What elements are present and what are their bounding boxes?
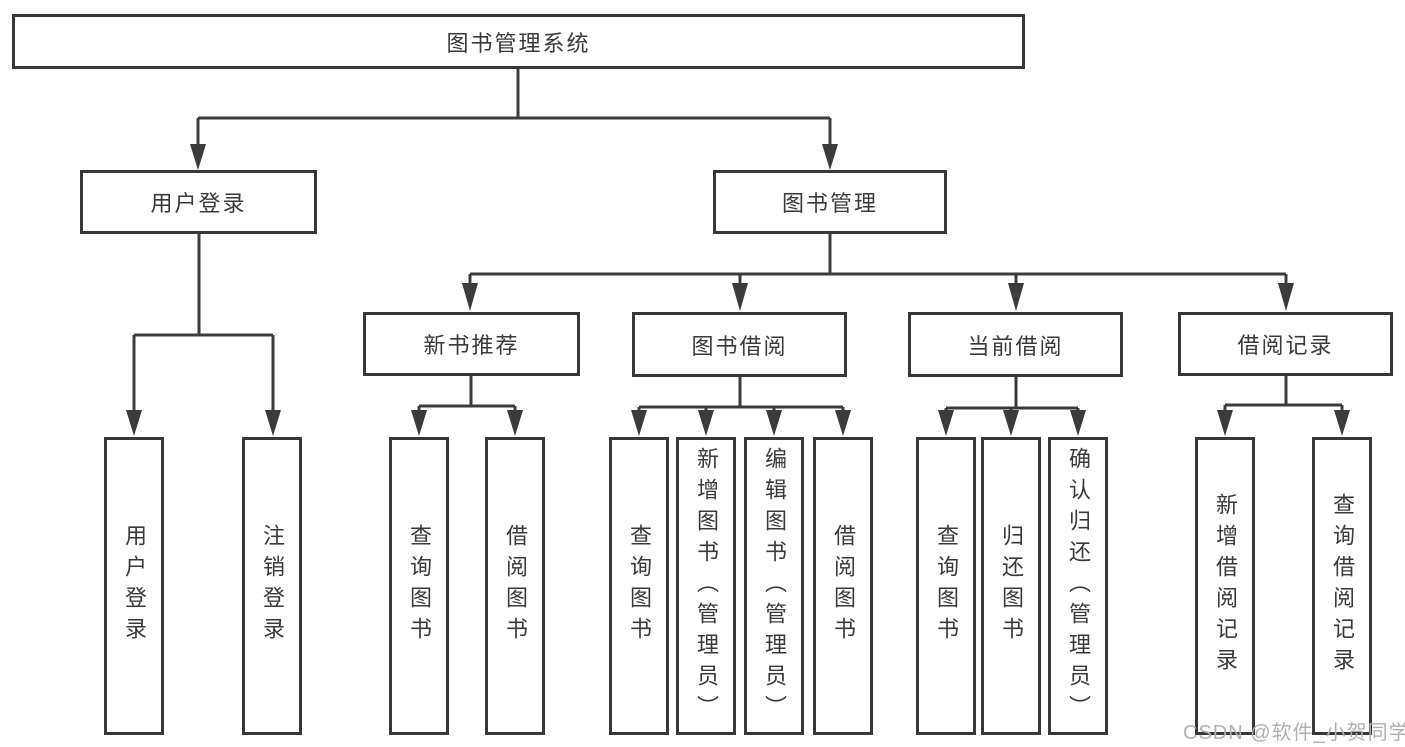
node-new-book-recommendation: 新书推荐 xyxy=(363,312,580,376)
leaf-confirm-return-admin: 确认归还（管理员） xyxy=(1048,437,1108,735)
leaf-edit-books-admin: 编辑图书（管理员） xyxy=(744,437,804,735)
leaf-label: 新增借阅记录 xyxy=(1213,493,1238,679)
node-user-login: 用户登录 xyxy=(80,170,317,234)
leaf-query-books-current: 查询图书 xyxy=(916,437,976,735)
leaf-add-books-admin: 新增图书（管理员） xyxy=(676,437,736,735)
leaf-query-books-newrec: 查询图书 xyxy=(389,437,449,735)
arrowheads xyxy=(126,144,1350,436)
csdn-watermark: CSDN @软件_小贺同学 xyxy=(1183,722,1405,744)
leaf-user-login: 用户登录 xyxy=(104,437,164,735)
leaf-borrow-books-newrec: 借阅图书 xyxy=(485,437,545,735)
leaf-label: 查询图书 xyxy=(627,524,652,648)
node-label: 当前借阅 xyxy=(967,333,1064,359)
leaf-borrow-books-borrowing: 借阅图书 xyxy=(813,437,873,735)
node-library-management-system: 图书管理系统 xyxy=(12,14,1025,69)
leaf-label: 新增图书（管理员） xyxy=(694,446,719,726)
leaf-return-books: 归还图书 xyxy=(981,437,1041,735)
leaf-label: 用户登录 xyxy=(122,524,147,648)
node-current-borrowing: 当前借阅 xyxy=(908,312,1123,377)
leaf-label: 借阅图书 xyxy=(831,524,856,648)
leaf-label: 确认归还（管理员） xyxy=(1066,446,1091,726)
leaf-label: 借阅图书 xyxy=(503,524,528,648)
leaf-label: 编辑图书（管理员） xyxy=(762,446,787,726)
node-borrowing-records: 借阅记录 xyxy=(1178,312,1393,376)
leaf-label: 查询借阅记录 xyxy=(1330,493,1355,679)
node-label: 图书借阅 xyxy=(691,333,788,359)
leaf-query-books-borrowing: 查询图书 xyxy=(609,437,669,735)
node-label: 图书管理系统 xyxy=(446,30,591,56)
leaf-logout: 注销登录 xyxy=(242,437,302,735)
leaf-query-borrow-record: 查询借阅记录 xyxy=(1312,437,1372,735)
node-label: 图书管理 xyxy=(781,191,878,216)
leaf-label: 注销登录 xyxy=(260,524,285,648)
node-label: 用户登录 xyxy=(150,191,247,216)
leaf-label: 查询图书 xyxy=(407,524,432,648)
node-label: 新书推荐 xyxy=(423,333,520,358)
node-book-borrowing: 图书借阅 xyxy=(632,312,847,377)
leaf-add-borrow-record: 新增借阅记录 xyxy=(1195,437,1255,735)
node-label: 借阅记录 xyxy=(1237,333,1334,358)
node-book-management: 图书管理 xyxy=(713,170,947,234)
leaf-label: 查询图书 xyxy=(934,524,959,648)
leaf-label: 归还图书 xyxy=(999,524,1024,648)
